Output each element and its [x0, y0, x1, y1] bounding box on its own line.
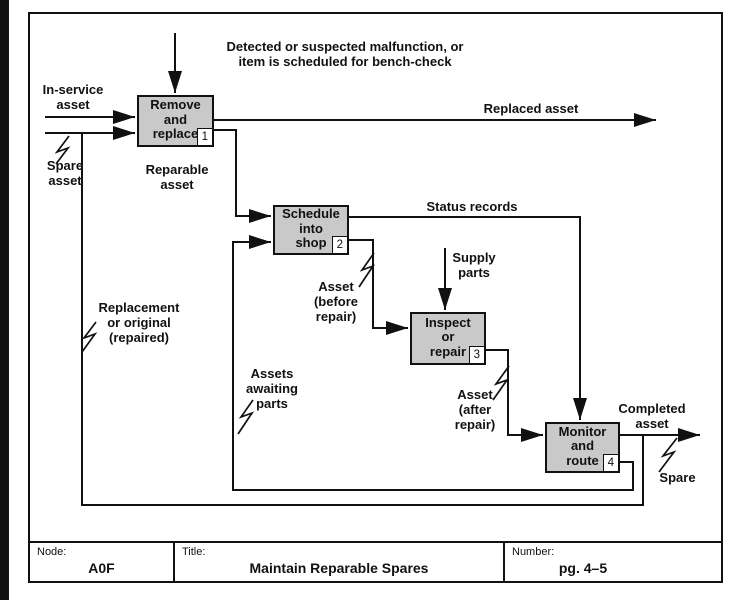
- activity-box-remove-and-replace: Remove and replace 1: [137, 95, 214, 147]
- label-in-service-asset: In-service asset: [42, 82, 104, 113]
- label-status-records: Status records: [426, 199, 518, 214]
- activity-box-number: 3: [468, 345, 484, 363]
- flow-asset-before-repair-arrow: [349, 239, 408, 335]
- flow-asset-after-repair-arrow: [486, 349, 543, 442]
- title-label: Title:: [182, 546, 206, 558]
- diagram-frame: Node: A0F Title: Maintain Reparable Spar…: [28, 12, 723, 583]
- label-replaced-asset: Replaced asset: [483, 101, 579, 116]
- label-replacement-or-original: Replacement or original (repaired): [98, 300, 180, 346]
- squiggle-asset-after: [492, 365, 510, 401]
- squiggle-spare-output: [658, 437, 678, 473]
- number-value: pg. 4–5: [558, 560, 608, 576]
- node-label: Node:: [37, 546, 67, 558]
- squiggle-spare-asset: [54, 135, 71, 165]
- flow-reparable-asset-arrow: [214, 129, 271, 223]
- footer-number-cell: Number: pg. 4–5: [505, 543, 721, 581]
- activity-box-label: Remove and replace: [150, 97, 201, 142]
- activity-box-inspect-or-repair: Inspect or repair 3: [410, 312, 486, 365]
- flow-status-records-arrow: [349, 216, 587, 420]
- label-supply-parts: Supply parts: [452, 250, 496, 281]
- title-value: Maintain Reparable Spares: [249, 560, 429, 576]
- footer-node-cell: Node: A0F: [30, 543, 173, 581]
- squiggle-assets-awaiting: [237, 399, 255, 435]
- footer-title-cell: Title: Maintain Reparable Spares: [175, 543, 503, 581]
- label-spare-output: Spare: [659, 470, 696, 485]
- scan-edge-strip: [0, 0, 9, 600]
- label-malfunction-note: Detected or suspected malfunction, or it…: [226, 39, 464, 70]
- squiggle-asset-before: [358, 252, 376, 288]
- number-label: Number:: [512, 546, 555, 558]
- activity-box-number: 1: [196, 127, 212, 145]
- footer-divider-2: [503, 543, 505, 581]
- activity-box-number: 2: [331, 235, 347, 253]
- activity-box-schedule-into-shop: Schedule into shop 2: [273, 205, 349, 255]
- activity-box-label: Inspect or repair: [425, 314, 471, 359]
- activity-box-number: 4: [602, 453, 618, 471]
- activity-box-label: Schedule into shop: [282, 206, 340, 251]
- label-asset-before-repair: Asset (before repair): [313, 279, 359, 325]
- node-value: A0F: [88, 560, 115, 576]
- flow-assets-awaiting-parts-arrow: [232, 235, 634, 491]
- activity-box-label: Monitor and route: [558, 423, 607, 468]
- footer-divider-1: [173, 543, 175, 581]
- label-asset-after-repair: Asset (after repair): [454, 387, 496, 433]
- flow-replacement-feedback-line: [81, 133, 644, 506]
- squiggle-replacement: [81, 321, 98, 353]
- footer-bar: Node: A0F Title: Maintain Reparable Spar…: [30, 541, 721, 581]
- label-spare-asset: Spare asset: [46, 158, 84, 189]
- label-reparable-asset: Reparable asset: [145, 162, 209, 193]
- label-assets-awaiting-parts: Assets awaiting parts: [245, 366, 298, 412]
- activity-box-monitor-and-route: Monitor and route 4: [545, 422, 620, 473]
- label-completed-asset: Completed asset: [618, 401, 686, 432]
